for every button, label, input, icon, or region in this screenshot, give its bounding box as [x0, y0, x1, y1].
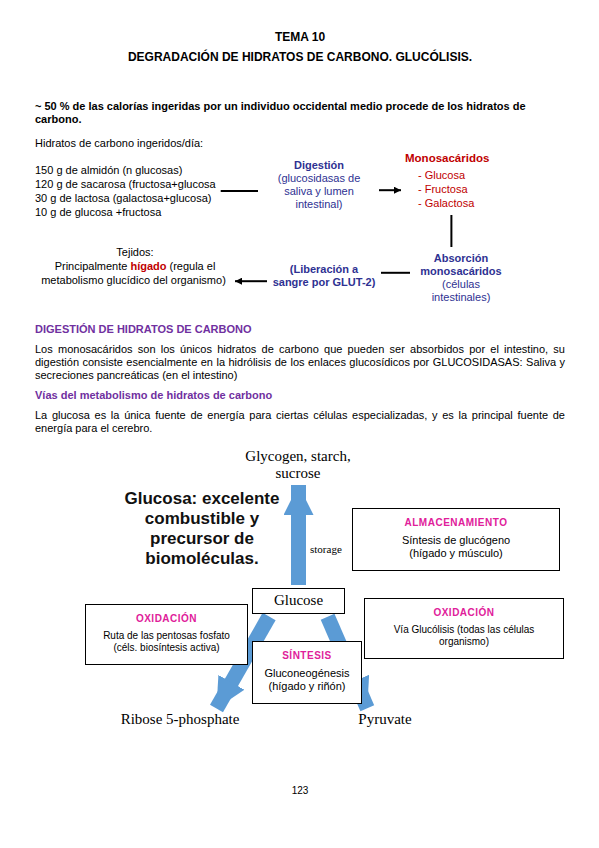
node-heading: Tejidos:	[40, 245, 230, 259]
node-heading: Glycogen, starch, sucrose	[228, 448, 368, 482]
section-heading: Vías del metabolismo de hidratos de carb…	[35, 389, 565, 402]
node-heading: Absorción monosacáridos	[415, 252, 507, 278]
text-group: Tejidos:Principalmentehígado(regula el m…	[40, 245, 230, 287]
flow-connector	[221, 190, 258, 192]
step-label: (Liberación a sangre por GLUT-2)	[272, 263, 376, 289]
node-text: - Glucosa	[405, 168, 489, 182]
text-group: 150 g de almidón (n glucosas)120 g de sa…	[35, 163, 216, 219]
flow-connector	[235, 280, 267, 282]
flow-connector	[450, 215, 452, 247]
node-text: Ruta de las pentosas fosfato (céls. bios…	[92, 630, 241, 654]
node-text: - Galactosa	[405, 196, 489, 210]
product-label: Ribose 5-phosphate	[110, 711, 250, 728]
node-heading: Monosacáridos	[405, 152, 489, 165]
node-heading: Pyruvate	[330, 711, 440, 728]
node-heading: OXIDACIÓN	[92, 612, 241, 625]
intro-note: ~ 50 % de las calorías ingeridas por un …	[35, 100, 565, 126]
product-label: Pyruvate	[330, 711, 440, 728]
node-text: (glucosidasas de saliva y lumen intestin…	[263, 172, 375, 211]
node-text: Síntesis de glucógeno (hígado y músculo)	[389, 534, 524, 560]
node-text: hígado	[130, 260, 166, 272]
page-title: TEMA 10	[35, 31, 565, 44]
process-box: SÍNTESIS Gluconeogénesis (hígado y riñón)	[252, 641, 362, 704]
node-text: Vía Glucólisis (todas las células organi…	[374, 624, 554, 648]
node-text: (células intestinales)	[415, 278, 507, 304]
node-text: 10 g de glucosa +fructosa	[35, 205, 216, 219]
arrow-label: storage	[310, 543, 350, 556]
process-box: OXIDACIÓN Ruta de las pentosas fosfato (c…	[85, 604, 248, 665]
section-heading: DIGESTIÓN DE HIDRATOS DE CARBONO	[35, 323, 565, 336]
node-text: 30 g de lactosa (galactosa+glucosa)	[35, 191, 216, 205]
product-label: Glycogen, starch, sucrose	[228, 448, 368, 482]
central-box: Glucose	[252, 588, 345, 614]
paragraph: La glucosa es la única fuente de energía…	[35, 409, 565, 435]
pathway-arrow	[291, 485, 306, 585]
flow-connector	[379, 189, 401, 191]
list-heading: Hidratos de carbono ingeridos/día:	[35, 137, 335, 150]
node-heading: OXIDACIÓN	[371, 606, 557, 619]
process-box: OXIDACIÓN Vía Glucólisis (todas las célul…	[364, 598, 564, 659]
node-heading: Ribose 5-phosphate	[110, 711, 250, 728]
node-text: Principalmente	[55, 260, 128, 272]
node-heading: Digestión	[263, 159, 375, 172]
node-heading: 150 g de almidón (n glucosas)	[35, 163, 216, 177]
node-heading: ALMACENAMIENTO	[359, 516, 553, 529]
figure-caption: Glucosa: excelente combustible y precurs…	[118, 489, 286, 569]
node-heading: Glucose	[257, 592, 340, 609]
text-group: Monosacáridos - Glucosa- Fructosa- Galact…	[405, 152, 489, 210]
node-text: Gluconeogénesis (hígado y riñón)	[259, 667, 355, 693]
paragraph: Los monosacáridos son los únicos hidrato…	[35, 343, 565, 382]
page-number: 123	[270, 784, 330, 797]
process-box: ALMACENAMIENTO Síntesis de glucógeno (híg…	[352, 508, 560, 571]
node-text: 120 g de sacarosa (fructosa+glucosa	[35, 177, 216, 191]
page-subtitle: DEGRADACIÓN DE HIDRATOS DE CARBONO. GLUC…	[35, 51, 565, 64]
step-label: Absorción monosacáridos(células intestin…	[415, 252, 507, 304]
node-heading: (Liberación a sangre por GLUT-2)	[272, 263, 376, 289]
node-heading: SÍNTESIS	[259, 649, 355, 662]
step-label: Digestión(glucosidasas de saliva y lumen…	[263, 159, 375, 211]
node-text: - Fructosa	[405, 182, 489, 196]
flow-connector	[381, 272, 410, 274]
